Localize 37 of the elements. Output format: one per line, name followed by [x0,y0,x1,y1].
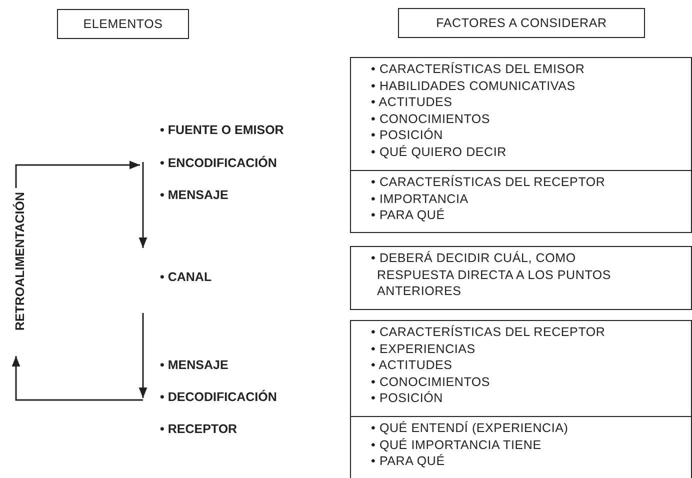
factor-item: • QUÉ ENTENDÍ (EXPERIENCIA) [371,420,568,436]
factor-item: • CONOCIMIENTOS [371,374,490,390]
element-label: • MENSAJE [160,358,228,372]
factor-item: • PARA QUÉ [371,453,445,470]
factor-item: • PARA QUÉ [371,207,445,224]
arrow [15,160,140,188]
column-header: FACTORES A CONSIDERAR [398,8,645,38]
factor-box [350,416,692,478]
element-label: • ENCODIFICACIÓN [160,156,277,170]
element-label: • CANAL [160,270,212,284]
feedback-label: RETROALIMENTACIÓN [13,192,27,331]
factor-item: • CARACTERÍSTICAS DEL EMISOR [371,61,585,78]
factor-item: • CONOCIMIENTOS [371,110,490,127]
factor-item: • QUÉ QUIERO DECIR [371,144,506,160]
arrow [138,162,148,248]
factor-item: • ACTITUDES [371,357,452,374]
factor-item: • EXPERIENCIAS [371,340,476,357]
element-label: • FUENTE O EMISOR [160,123,284,137]
factor-item: • HABILIDADES COMUNICATIVAS [371,78,576,94]
factor-item: • IMPORTANCIA [371,190,468,207]
factor-item: • POSICIÓN [371,390,443,406]
arrow [138,313,148,398]
element-label: • MENSAJE [160,188,228,202]
arrow [12,356,143,401]
column-header: ELEMENTOS [57,9,189,39]
element-label: • RECEPTOR [160,422,238,436]
factor-box [350,57,692,171]
element-label: • DECODIFICACIÓN [160,390,277,404]
factor-box [350,320,692,417]
factor-item: • DEBERÁ DECIDIR CUÁL, COMO RESPUESTA DIRECTA A LOS PUNTOS ANTERIORES [371,250,612,300]
factor-box [350,170,692,233]
factor-item: • CARACTERÍSTICAS DEL RECEPTOR [371,174,606,190]
factor-item: • QUÉ IMPORTANCIA TIENE [371,436,542,453]
factor-item: • ACTITUDES [371,94,452,110]
factor-box [350,246,692,310]
factor-item: • CARACTERÍSTICAS DEL RECEPTOR [371,324,606,340]
factor-item: • POSICIÓN [371,127,443,144]
